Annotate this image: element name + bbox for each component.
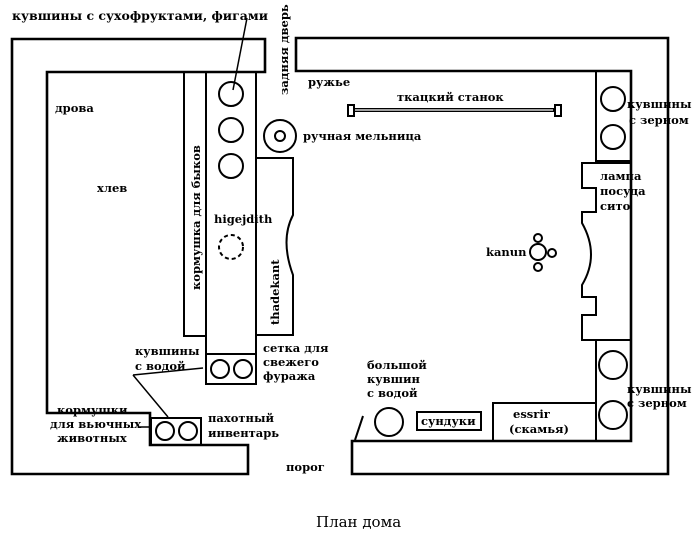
water-jars-box [205, 353, 257, 385]
label-barn: хлев [97, 181, 127, 195]
right-wing-top-wall [294, 36, 670, 476]
chests [416, 411, 482, 431]
label-big-water-jar: кувшин [367, 372, 421, 386]
higejdith-dashed-circle [218, 234, 244, 260]
label-back-door: задняя дверь [277, 4, 291, 95]
hand-mill-center [274, 130, 286, 142]
label-gun: ружье [308, 75, 350, 89]
label-essrir: essrir [513, 407, 551, 421]
label-water-jars: кувшины [135, 344, 200, 358]
feeder-ring [155, 421, 175, 441]
label-pack-animal-feeders: для вьючных [50, 417, 141, 431]
label-pack-animal-feeders: животных [57, 431, 127, 445]
label-firewood: дрова [55, 101, 94, 115]
water-jar [210, 359, 230, 379]
label-big-water-jar: большой [367, 358, 427, 372]
label-thadekant: thadekant [268, 259, 282, 325]
hand-mill [263, 119, 297, 153]
thadekant [256, 157, 294, 336]
dried-fruit-jar [218, 81, 244, 107]
dried-fruit-jar [218, 153, 244, 179]
label-grain-jars-bottom: с зерном [627, 396, 687, 410]
feeder-ring [178, 421, 198, 441]
grain-jar [598, 350, 628, 380]
label-plough-tools: пахотный [208, 411, 274, 425]
label-grain-jars-top: с зерном [629, 113, 689, 127]
label-hand-mill: ручная мельница [303, 129, 422, 143]
grain-jar [600, 86, 626, 112]
water-jar [233, 359, 253, 379]
label-lamp: лампа [600, 169, 642, 183]
label-dried-fruit-jars: кувшины с сухофруктами, фигами [12, 8, 268, 23]
label-chests: сундуки [421, 414, 476, 428]
kanun-hearth [529, 243, 547, 261]
label-fodder-net: фуража [263, 369, 316, 383]
diagram-caption: План дома [316, 513, 401, 531]
label-higejdith: higejdith [214, 212, 273, 226]
label-plough-tools: инвентарь [208, 426, 279, 440]
label-water-jars: с водой [135, 359, 186, 373]
big-water-jar [374, 407, 404, 437]
lamp-shelf [581, 162, 631, 341]
kanun-stone [533, 233, 543, 243]
kanun-stone [533, 262, 543, 272]
label-grain-jars-bottom: кувшины [627, 382, 692, 396]
label-essrir-bench: (скамья) [509, 422, 569, 436]
door-swing-line [354, 415, 364, 441]
kanun-stone [547, 248, 557, 258]
label-loom: ткацкий станок [397, 90, 504, 104]
grain-jars-top-box [595, 70, 632, 162]
pack-animal-feeder-box [150, 417, 202, 446]
loom-post-right [554, 104, 562, 117]
loom-post-left [347, 104, 355, 117]
grain-jars-bottom-box [595, 339, 632, 442]
label-sieve: сито [600, 199, 631, 213]
label-big-water-jar: с водой [367, 386, 418, 400]
label-dishes: посуда [600, 184, 646, 198]
label-kanun: kanun [486, 245, 527, 259]
essrir-bench [492, 402, 597, 442]
label-pack-animal-feeders: кормушки [57, 403, 128, 417]
label-threshold: порог [286, 460, 325, 474]
grain-jar [598, 400, 628, 430]
left-wing-wall [10, 37, 267, 476]
dried-fruit-jar [218, 117, 244, 143]
grain-jar [600, 124, 626, 150]
label-ox-feeder: кормушка для быков [189, 145, 203, 290]
label-fodder-net: свежего [263, 355, 319, 369]
label-fodder-net: сетка для [263, 341, 329, 355]
label-grain-jars-top: кувшины [627, 97, 692, 111]
